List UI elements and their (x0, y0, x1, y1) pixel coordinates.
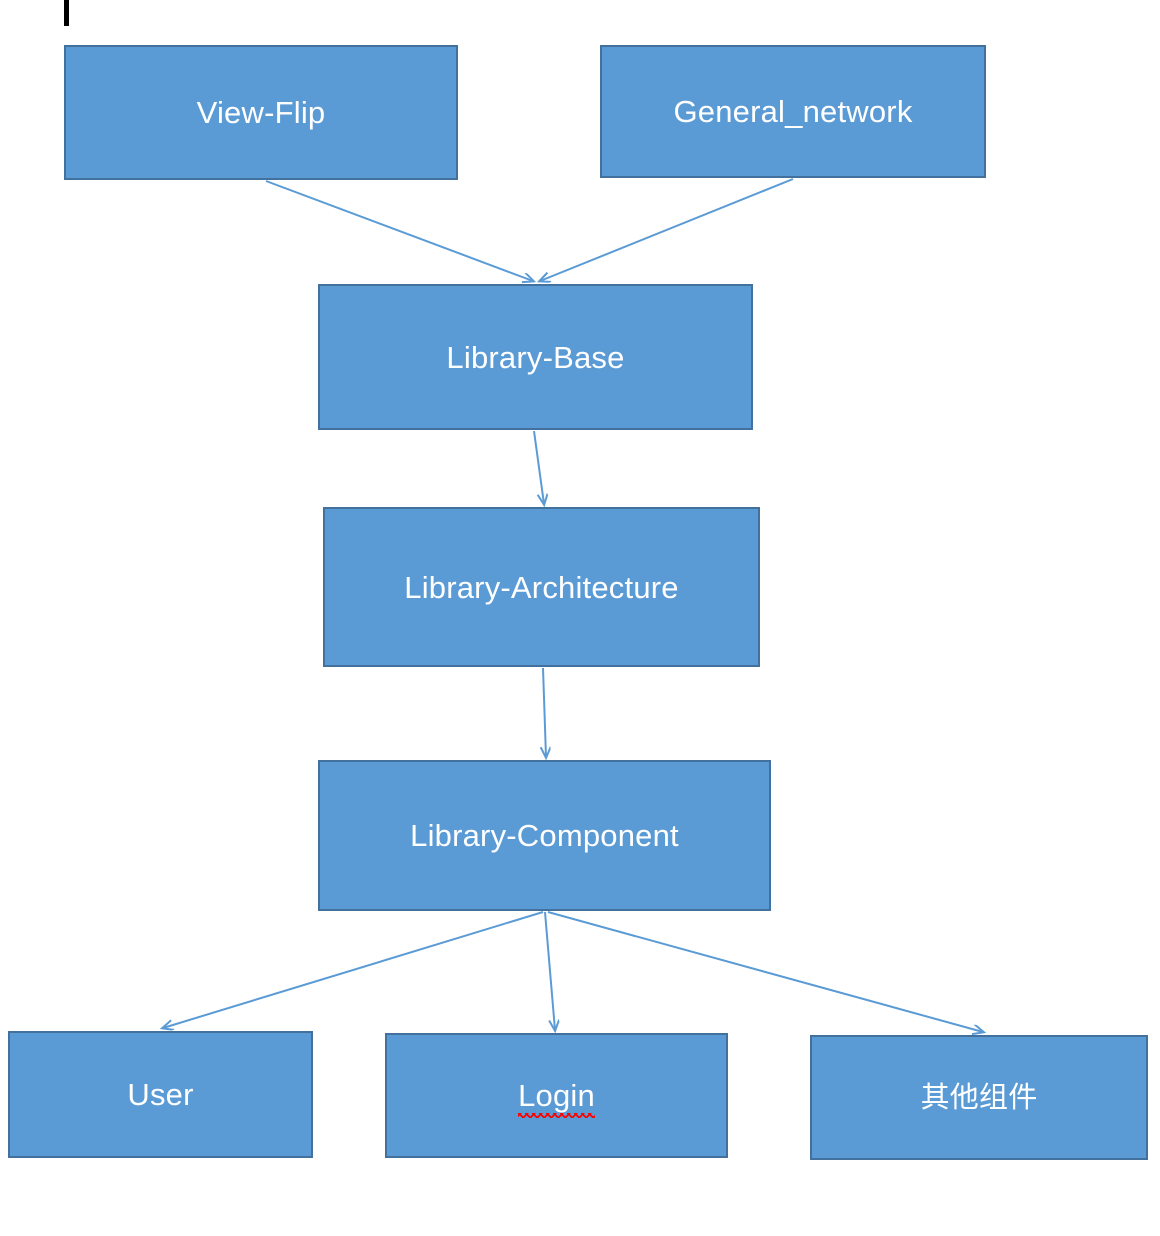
node-other-components[interactable]: 其他组件 (810, 1035, 1148, 1160)
node-user[interactable]: User (8, 1031, 313, 1158)
node-library-component[interactable]: Library-Component (318, 760, 771, 911)
edge-group (163, 178, 983, 1032)
node-label-login: Login (518, 1078, 595, 1118)
connector-library-architecture-to-library-component (543, 667, 546, 757)
node-general-network[interactable]: General_network (600, 45, 986, 178)
node-label-general-network: General_network (673, 94, 913, 129)
connector-general-network-to-library-base (540, 178, 794, 281)
connector-library-component-to-user (163, 911, 544, 1028)
node-library-architecture[interactable]: Library-Architecture (323, 507, 760, 667)
connector-library-base-to-library-architecture (533, 430, 544, 504)
node-library-base[interactable]: Library-Base (318, 284, 753, 430)
connector-library-component-to-other-components (547, 911, 983, 1032)
text-caret-artifact (64, 0, 69, 26)
node-label-library-component: Library-Component (410, 818, 679, 853)
node-label-other-components: 其他组件 (920, 1080, 1038, 1114)
node-view-flip[interactable]: View-Flip (64, 45, 458, 180)
node-login[interactable]: Login (385, 1033, 728, 1158)
connector-view-flip-to-library-base (265, 180, 533, 281)
node-label-library-base: Library-Base (446, 339, 625, 375)
connector-library-component-to-login (544, 911, 555, 1030)
node-label-user: User (127, 1077, 194, 1112)
node-label-view-flip: View-Flip (196, 95, 326, 130)
node-label-library-architecture: Library-Architecture (404, 569, 679, 605)
